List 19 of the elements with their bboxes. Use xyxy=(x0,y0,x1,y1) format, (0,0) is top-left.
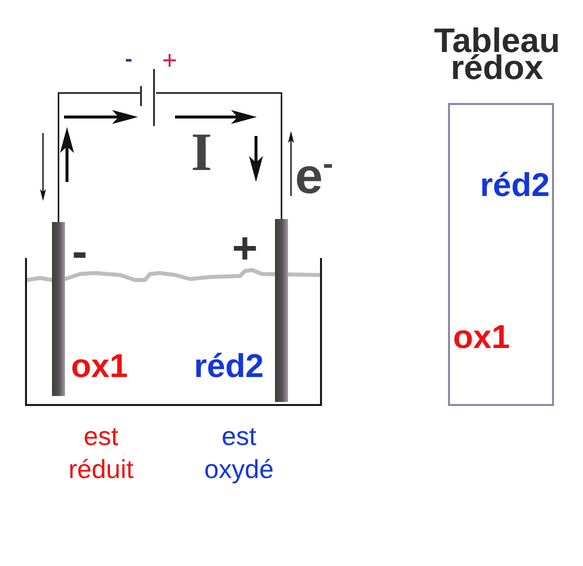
polarity-sign: - xyxy=(72,228,88,274)
table-heading: Tableau rédox xyxy=(433,28,561,82)
annotation-text: est réduit xyxy=(67,420,135,486)
polarity-sign: + xyxy=(162,47,178,73)
annotation-text: est oxydé xyxy=(203,420,275,486)
beaker xyxy=(25,258,322,406)
current-symbol: I xyxy=(191,125,212,179)
battery-symbol xyxy=(140,69,156,126)
electron-symbol: e$^{-}$ xyxy=(295,151,334,201)
electrode xyxy=(52,222,65,396)
electrode xyxy=(275,219,288,402)
polarity-sign: + xyxy=(232,227,258,271)
circuit-wire xyxy=(58,92,140,222)
species-label: réd2 xyxy=(194,349,264,382)
species-label: ox1 xyxy=(453,320,510,353)
circuit-wire xyxy=(156,92,282,219)
species-label: ox1 xyxy=(71,349,128,382)
species-label: réd2 xyxy=(480,168,550,201)
polarity-sign: - xyxy=(125,48,132,70)
